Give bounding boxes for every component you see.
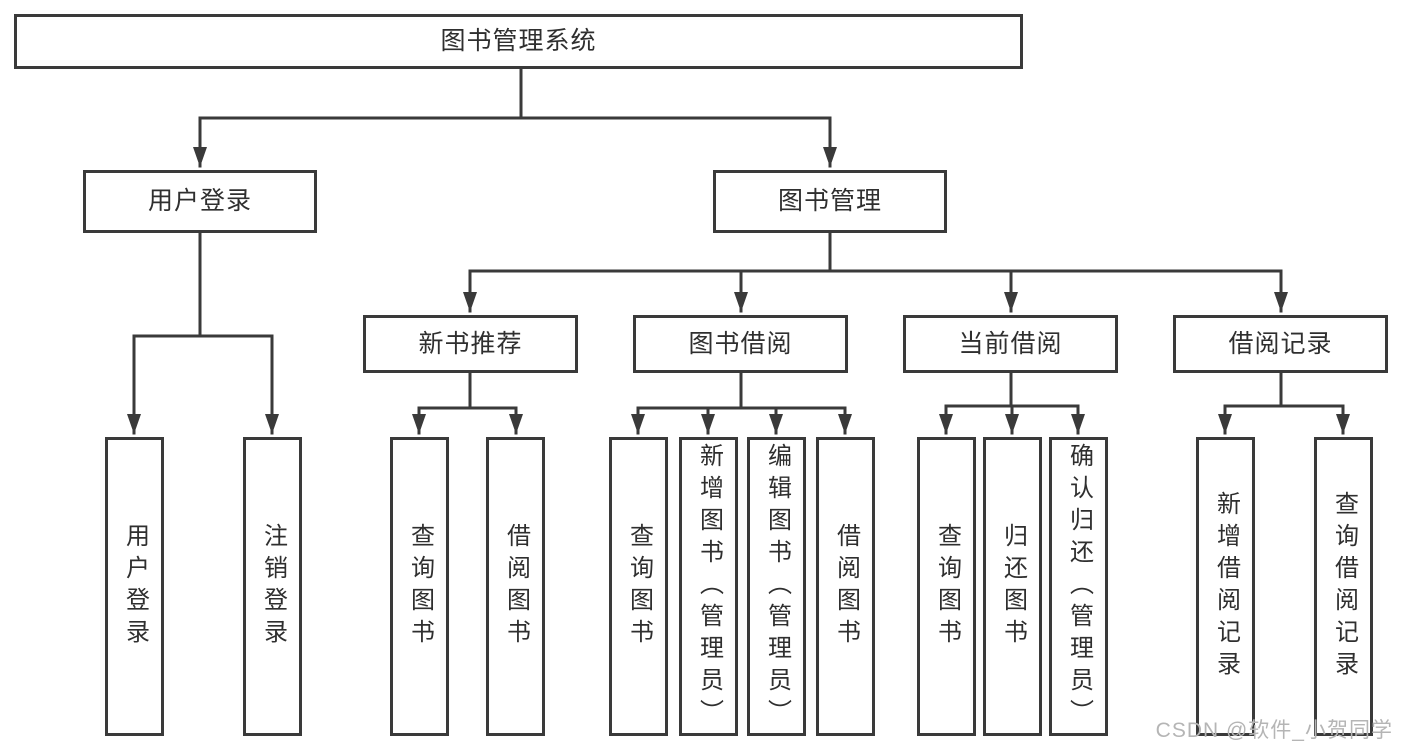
node-leaf-user-login: 用户登录: [105, 437, 164, 736]
node-leaf-br-query-record: 查询借阅记录: [1314, 437, 1373, 736]
connector-new-book-split: [417, 371, 518, 410]
connector-current-borrow-split: [944, 371, 1080, 408]
node-leaf-cb-query-book: 查询图书: [917, 437, 976, 736]
node-book-mgmt: 图书管理: [713, 170, 947, 233]
node-leaf-cb-return-book: 归还图书: [983, 437, 1042, 736]
node-user-login: 用户登录: [83, 170, 317, 233]
node-book-borrow: 图书借阅: [633, 315, 848, 373]
node-leaf-bb-borrow-book: 借阅图书: [816, 437, 875, 736]
node-leaf-bb-edit-book: 编辑图书（管理员）: [747, 437, 806, 736]
node-root: 图书管理系统: [14, 14, 1023, 69]
node-borrow-records: 借阅记录: [1173, 315, 1388, 373]
node-leaf-bb-query-book: 查询图书: [609, 437, 668, 736]
connector-book-borrow-split: [636, 371, 847, 410]
connector-root-split: [198, 67, 832, 120]
node-leaf-logout: 注销登录: [243, 437, 302, 736]
csdn-watermark: CSDN @软件_小贺同学: [1155, 719, 1393, 742]
node-current-borrow: 当前借阅: [903, 315, 1118, 373]
node-leaf-cb-confirm-return: 确认归还（管理员）: [1049, 437, 1108, 736]
node-leaf-bb-add-book: 新增图书（管理员）: [679, 437, 738, 736]
node-leaf-nb-borrow-book: 借阅图书: [486, 437, 545, 736]
node-leaf-nb-query-book: 查询图书: [390, 437, 449, 736]
connector-borrow-records-split: [1223, 371, 1345, 408]
node-leaf-br-add-record: 新增借阅记录: [1196, 437, 1255, 736]
node-new-book-recommend: 新书推荐: [363, 315, 578, 373]
connector-user-login-split: [132, 231, 274, 338]
connector-book-mgmt-split: [468, 231, 1283, 273]
